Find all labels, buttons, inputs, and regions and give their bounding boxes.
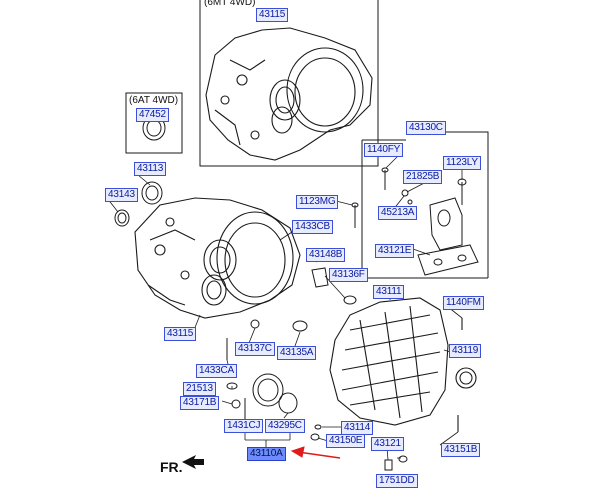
part-label-43115-top[interactable]: 43115 [256, 8, 289, 22]
part-label-1751dd[interactable]: 1751DD [376, 474, 418, 488]
part-label-45213a[interactable]: 45213A [378, 206, 418, 220]
variant-box-6at [125, 92, 183, 154]
part-label-47452[interactable]: 47452 [136, 108, 169, 122]
oil-seal-43113 [141, 181, 163, 205]
ball-43114 [314, 424, 322, 430]
fr-direction-arrow [182, 455, 204, 469]
gear-43295c [278, 392, 298, 414]
drain-plug-43121 [384, 459, 393, 471]
part-label-1123mg[interactable]: 1123MG [296, 195, 339, 209]
variant-label-6at: (6AT 4WD) [129, 95, 179, 106]
case-housing-main [134, 197, 301, 319]
fr-marker: FR. [160, 459, 183, 475]
part-label-43150e[interactable]: 43150E [326, 434, 366, 448]
highlight-arrow [290, 446, 341, 459]
part-label-43111[interactable]: 43111 [373, 285, 405, 299]
part-label-43148b[interactable]: 43148B [306, 248, 346, 262]
bearing-43110a [252, 373, 284, 407]
part-label-1433cb[interactable]: 1433CB [292, 220, 333, 234]
part-label-43121e[interactable]: 43121E [375, 244, 415, 258]
case-housing-rear [329, 297, 477, 432]
washer-near-43136f [343, 295, 357, 305]
part-label-43114[interactable]: 43114 [341, 421, 374, 435]
ring-43143 [114, 209, 130, 227]
part-label-43113[interactable]: 43113 [134, 162, 167, 176]
part-label-1123ly[interactable]: 1123LY [443, 156, 481, 170]
part-label-1140fm[interactable]: 1140FM [443, 296, 484, 310]
plug-43137c [250, 319, 260, 329]
part-label-43119[interactable]: 43119 [449, 344, 482, 358]
plug-43171b [231, 399, 241, 409]
part-label-43135a[interactable]: 43135A [277, 346, 317, 360]
bracket-43136f [311, 267, 329, 288]
part-label-43121[interactable]: 43121 [371, 437, 404, 451]
part-label-43130c[interactable]: 43130C [406, 121, 446, 135]
part-label-43110a-selected[interactable]: 43110A [247, 447, 286, 461]
part-label-1433ca[interactable]: 1433CA [196, 364, 237, 378]
variant-label-6mt: (6MT 4WD) [204, 0, 256, 8]
case-housing-top [205, 27, 373, 161]
part-label-1140fy[interactable]: 1140FY [364, 143, 404, 157]
washer-43135a [292, 320, 308, 332]
part-label-43136f[interactable]: 43136F [329, 268, 368, 282]
plug-43150e [310, 433, 320, 441]
part-label-43295c[interactable]: 43295C [265, 419, 305, 433]
part-label-43143[interactable]: 43143 [105, 188, 138, 202]
mount-bracket-assembly [381, 167, 479, 276]
part-label-43137c[interactable]: 43137C [235, 342, 275, 356]
variant-box-6mt [199, 0, 379, 167]
gasket-1751dd [398, 455, 408, 463]
oil-seal-43119 [455, 367, 477, 389]
part-label-43115-mid[interactable]: 43115 [164, 327, 197, 341]
part-label-21513[interactable]: 21513 [183, 382, 216, 396]
part-label-43171b[interactable]: 43171B [180, 396, 220, 410]
part-label-21825b[interactable]: 21825B [403, 170, 443, 184]
part-label-43151b[interactable]: 43151B [441, 443, 481, 457]
part-label-1431cj[interactable]: 1431CJ [224, 419, 264, 433]
